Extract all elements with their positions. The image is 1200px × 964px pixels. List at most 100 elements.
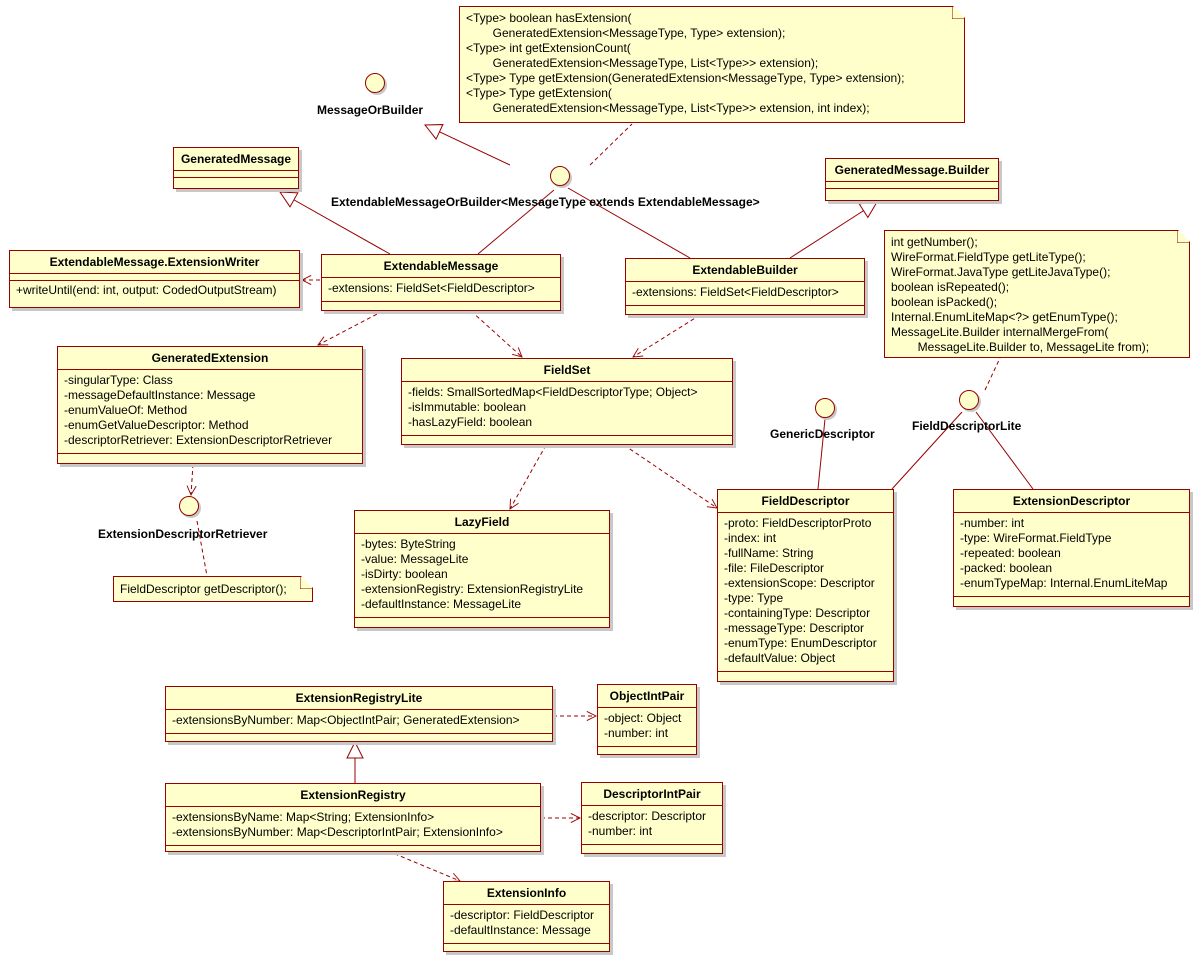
interface-extendable-message-or-builder[interactable] xyxy=(550,166,570,186)
class-name: ExtendableMessage.ExtensionWriter xyxy=(10,251,299,274)
class-extendable-builder[interactable]: ExtendableBuilder -extensions: FieldSet<… xyxy=(625,258,865,315)
class-extension-descriptor[interactable]: ExtensionDescriptor -number: int -type: … xyxy=(953,489,1190,607)
edge-emob-to-mob xyxy=(425,125,511,166)
attribute-row: -defaultValue: Object xyxy=(724,651,836,665)
class-generated-message-builder[interactable]: GeneratedMessage.Builder xyxy=(825,158,999,201)
edge-fd-to-fdlite xyxy=(891,411,963,490)
interface-label: FieldDescriptorLite xyxy=(912,419,1022,433)
attribute-row: -descriptor: FieldDescriptor xyxy=(450,908,595,922)
attribute-row: -extensionScope: Descriptor xyxy=(724,576,875,590)
note-line: boolean isRepeated(); xyxy=(891,280,1010,294)
note-line: MessageLite.Builder internalMergeFrom( xyxy=(891,325,1109,339)
class-name: GeneratedExtension xyxy=(58,347,362,370)
attribute-row: -defaultInstance: Message xyxy=(450,923,591,937)
note-line: <Type> int getExtensionCount( xyxy=(466,41,631,55)
class-attributes xyxy=(10,274,299,281)
note-fold-icon xyxy=(952,7,964,19)
attribute-row: -type: WireFormat.FieldType xyxy=(960,531,1112,545)
edge-em-to-emob xyxy=(477,189,555,255)
class-extension-registry-lite[interactable]: ExtensionRegistryLite -extensionsByNumbe… xyxy=(165,686,553,742)
class-extendable-message[interactable]: ExtendableMessage -extensions: FieldSet<… xyxy=(321,254,561,311)
class-attributes: -extensions: FieldSet<FieldDescriptor> xyxy=(322,278,560,302)
edge-em-to-generated-message xyxy=(280,192,391,255)
class-attributes xyxy=(826,182,998,189)
note-line: WireFormat.JavaType getLiteJavaType(); xyxy=(891,265,1111,279)
interface-field-descriptor-lite[interactable] xyxy=(959,390,979,410)
attribute-row: -messageType: Descriptor xyxy=(724,621,865,635)
dep-fieldset-to-fd xyxy=(623,444,717,508)
dep-genext-to-retriever xyxy=(191,463,193,495)
class-lazy-field[interactable]: LazyField -bytes: ByteString -value: Mes… xyxy=(354,510,610,628)
attribute-row: -object: Object xyxy=(604,711,682,725)
attribute-row: -messageDefaultInstance: Message xyxy=(64,388,256,402)
interface-extension-descriptor-retriever[interactable] xyxy=(179,496,199,516)
class-attributes: -object: Object -number: int xyxy=(598,708,696,747)
class-name: ExtensionDescriptor xyxy=(954,490,1189,513)
dep-fieldset-to-lazy xyxy=(510,444,547,509)
attribute-row: -number: int xyxy=(604,726,669,740)
class-extension-writer[interactable]: ExtendableMessage.ExtensionWriter +write… xyxy=(9,250,300,308)
attribute-row: -enumType: EnumDescriptor xyxy=(724,636,877,650)
class-name: GeneratedMessage.Builder xyxy=(826,159,998,182)
attribute-row: -singularType: Class xyxy=(64,373,173,387)
attribute-row: -fields: SmallSortedMap<FieldDescriptorT… xyxy=(408,385,698,399)
class-descriptor-int-pair[interactable]: DescriptorIntPair -descriptor: Descripto… xyxy=(581,782,723,854)
note-anchor-retriever xyxy=(196,520,208,577)
note-line: WireFormat.FieldType getLiteType(); xyxy=(891,250,1086,264)
class-name: ExtensionInfo xyxy=(444,882,609,905)
class-extension-registry[interactable]: ExtensionRegistry -extensionsByName: Map… xyxy=(165,783,541,852)
note-line: int getNumber(); xyxy=(891,235,978,249)
note-line: Internal.EnumLiteMap<?> getEnumType(); xyxy=(891,310,1118,324)
attribute-row: -proto: FieldDescriptorProto xyxy=(724,516,872,530)
attribute-row: -hasLazyField: boolean xyxy=(408,415,533,429)
attribute-row: -isImmutable: boolean xyxy=(408,400,527,414)
attribute-row: -file: FileDescriptor xyxy=(724,561,825,575)
note-extendable-ops: <Type> boolean hasExtension( GeneratedEx… xyxy=(459,6,965,123)
class-name: FieldSet xyxy=(402,359,732,382)
interface-generic-descriptor[interactable] xyxy=(815,398,835,418)
class-field-set[interactable]: FieldSet -fields: SmallSortedMap<FieldDe… xyxy=(401,358,733,445)
class-attributes: -number: int -type: WireFormat.FieldType… xyxy=(954,513,1189,597)
attribute-row: -extensionsByNumber: Map<DescriptorIntPa… xyxy=(172,825,503,839)
note-retriever-op: FieldDescriptor getDescriptor(); xyxy=(113,576,313,602)
interface-label: ExtensionDescriptorRetriever xyxy=(98,527,268,541)
class-attributes: -descriptor: FieldDescriptor -defaultIns… xyxy=(444,905,609,944)
attribute-row: -extensionsByName: Map<String; Extension… xyxy=(172,810,435,824)
note-line: FieldDescriptor getDescriptor(); xyxy=(120,582,287,596)
operation-row: +writeUntil(end: int, output: CodedOutpu… xyxy=(16,283,277,297)
attribute-row: -type: Type xyxy=(724,591,784,605)
class-generated-message[interactable]: GeneratedMessage xyxy=(173,147,299,189)
note-line: GeneratedExtension<MessageType, List<Typ… xyxy=(466,56,819,70)
class-generated-extension[interactable]: GeneratedExtension -singularType: Class … xyxy=(57,346,363,464)
note-line: boolean isPacked(); xyxy=(891,295,998,309)
attribute-row: -extensions: FieldSet<FieldDescriptor> xyxy=(328,281,535,295)
class-extension-info[interactable]: ExtensionInfo -descriptor: FieldDescript… xyxy=(443,881,610,952)
attribute-row: -index: int xyxy=(724,531,777,545)
dep-er-to-extinfo xyxy=(387,850,460,881)
note-line: <Type> Type getExtension(GeneratedExtens… xyxy=(466,71,905,85)
class-field-descriptor[interactable]: FieldDescriptor -proto: FieldDescriptorP… xyxy=(717,489,894,682)
edge-eb-to-gm-builder xyxy=(789,202,877,259)
note-line: GeneratedExtension<MessageType, Type> ex… xyxy=(466,26,786,40)
interface-label: MessageOrBuilder xyxy=(317,103,424,117)
note-line: GeneratedExtension<MessageType, List<Typ… xyxy=(466,101,870,115)
class-attributes: -extensionsByName: Map<String; Extension… xyxy=(166,807,540,846)
note-line: MessageLite.Builder to, MessageLite from… xyxy=(891,340,1150,354)
attribute-row: -value: MessageLite xyxy=(361,552,469,566)
edge-eb-to-emob xyxy=(567,187,691,259)
class-name: ExtensionRegistryLite xyxy=(166,687,552,710)
class-name: ObjectIntPair xyxy=(598,685,696,708)
attribute-row: -extensions: FieldSet<FieldDescriptor> xyxy=(632,285,839,299)
interface-label: ExtendableMessageOrBuilder<MessageType e… xyxy=(331,195,760,209)
edge-fd-to-generic xyxy=(817,418,826,490)
note-fold-icon xyxy=(1177,231,1189,243)
interface-message-or-builder[interactable] xyxy=(365,73,385,93)
attribute-row: -enumGetValueDescriptor: Method xyxy=(64,418,249,432)
attribute-row: -containingType: Descriptor xyxy=(724,606,871,620)
note-fold-icon xyxy=(300,577,312,589)
class-name: FieldDescriptor xyxy=(718,490,893,513)
attribute-row: -descriptorRetriever: ExtensionDescripto… xyxy=(64,433,333,447)
note-field-descriptor-lite-ops: int getNumber(); WireFormat.FieldType ge… xyxy=(884,230,1190,358)
note-line: <Type> boolean hasExtension( xyxy=(466,11,632,25)
class-object-int-pair[interactable]: ObjectIntPair -object: Object -number: i… xyxy=(597,684,697,755)
